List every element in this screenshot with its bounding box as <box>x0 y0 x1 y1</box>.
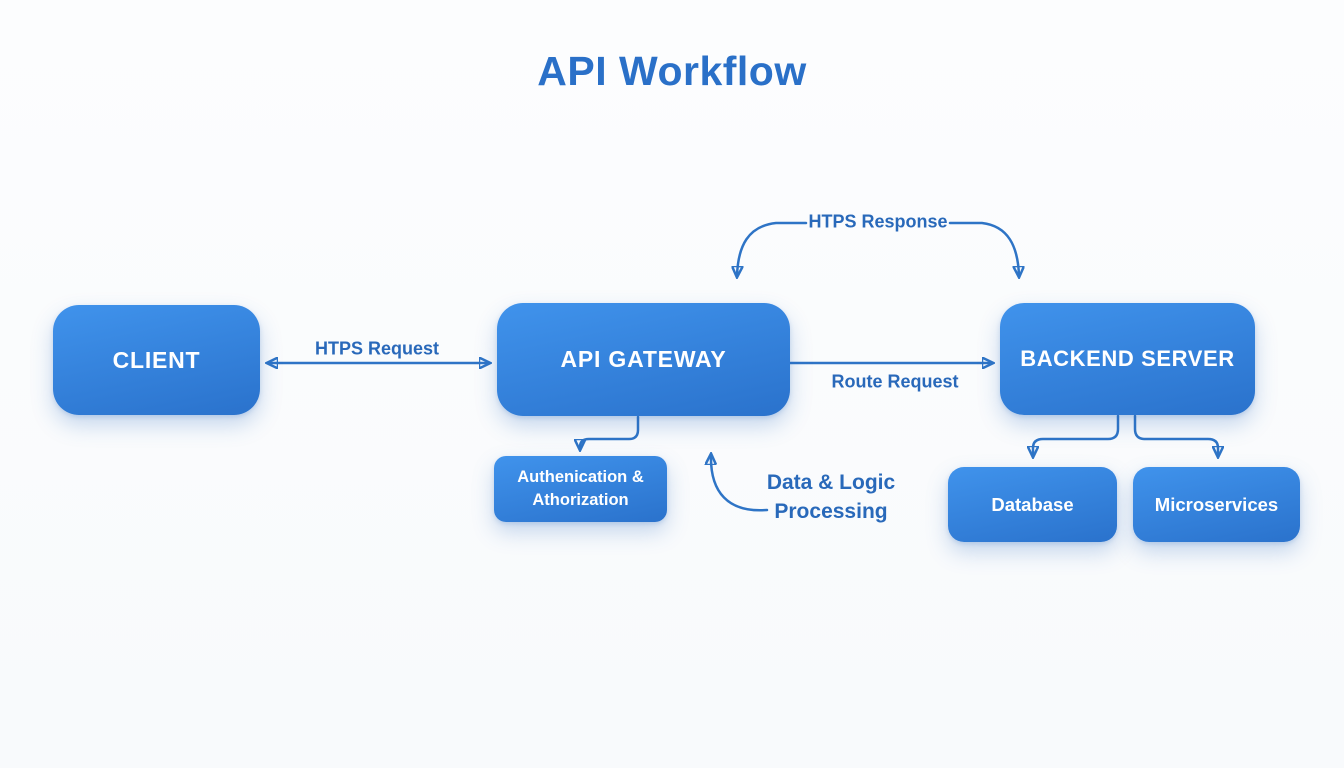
edge-label-data-logic-line2: Processing <box>774 500 888 523</box>
node-auth-label: Authenication & Athorization <box>517 466 644 512</box>
data-logic-arrow <box>711 455 769 512</box>
edge-label-route-request: Route Request <box>831 371 959 392</box>
backend-to-microservices-arrow <box>1133 414 1218 456</box>
node-api-gateway: API GATEWAY <box>497 303 790 416</box>
node-api-gateway-label: API GATEWAY <box>560 346 727 372</box>
node-database: Database <box>948 467 1117 542</box>
edge-label-data-logic-line1: Data & Logic <box>766 471 896 494</box>
node-client: CLIENT <box>53 305 260 415</box>
node-authentication-authorization: Authenication & Athorization <box>494 456 667 522</box>
node-backend-server: BACKEND SERVER <box>1000 303 1255 415</box>
node-microservices: Microservices <box>1133 467 1300 542</box>
node-client-label: CLIENT <box>112 346 201 373</box>
edge-label-data-logic-processing: Data & Logic Processing <box>767 468 895 526</box>
diagram-title: API Workflow <box>537 48 807 94</box>
gateway-to-auth-arrow <box>580 415 640 449</box>
node-backend-server-label: BACKEND SERVER <box>1020 346 1235 371</box>
edge-label-htps-response: HTPS Response <box>808 211 948 232</box>
node-microservices-label: Microservices <box>1154 493 1279 515</box>
backend-to-database-arrow <box>1033 414 1120 456</box>
edge-label-htps-request: HTPS Request <box>314 338 440 359</box>
node-database-label: Database <box>991 493 1074 515</box>
htps-response-arrow-left <box>737 221 808 276</box>
node-auth-label-line1: Authenication & <box>517 468 644 486</box>
node-auth-label-line2: Athorization <box>532 491 629 509</box>
htps-response-arrow-right <box>948 221 1019 276</box>
